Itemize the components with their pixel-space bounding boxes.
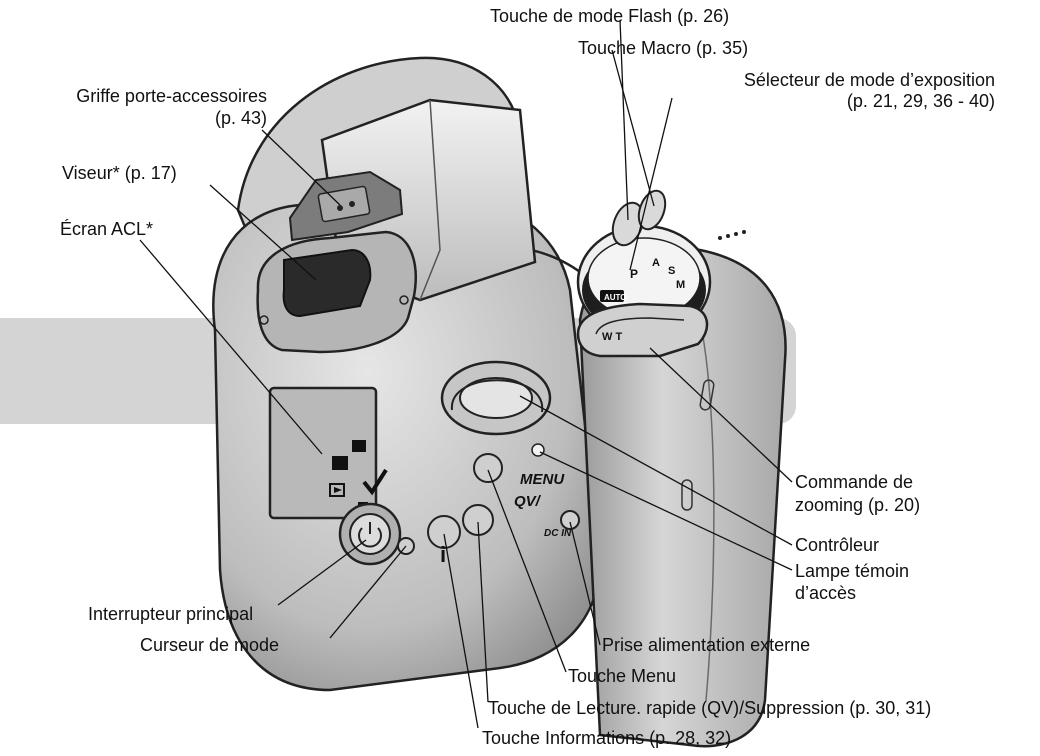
label-access-lamp-2: d’accès — [795, 583, 857, 603]
qv-button-shape — [462, 504, 494, 536]
label-macro-button: Touche Macro (p. 35) — [578, 38, 749, 58]
svg-text:M: M — [676, 279, 685, 291]
leader-lcd — [139, 239, 323, 455]
leader-lines — [139, 19, 793, 729]
svg-text:i: i — [440, 542, 446, 567]
label-zoom-1: Commande de — [795, 472, 914, 492]
label-menu-button: Touche Menu — [568, 666, 677, 686]
zoom-lever: W T — [576, 302, 709, 358]
label-dc-terminal: Prise alimentation externe — [602, 635, 811, 655]
leader-qv — [477, 521, 489, 703]
label-zoom-2: zooming (p. 20) — [795, 495, 921, 515]
main-switch-shape — [338, 502, 402, 566]
label-exposure-dial-1: Sélecteur de mode d’exposition — [743, 70, 995, 90]
svg-text:QV/: QV/ — [514, 493, 542, 510]
label-info-button: Touche Informations (p. 28, 32) — [482, 728, 732, 748]
access-lamp-shape — [531, 443, 545, 457]
svg-text:S: S — [668, 265, 675, 277]
label-lcd: Écran ACL* — [60, 219, 154, 239]
label-flash-button: Touche de mode Flash (p. 26) — [490, 6, 730, 26]
macro-button — [637, 189, 667, 231]
leader-mode-switch — [329, 545, 407, 639]
leader-dial — [629, 97, 673, 271]
svg-text:A: A — [652, 257, 660, 269]
leader-dc — [569, 521, 601, 646]
leader-info — [443, 533, 479, 729]
svg-text:W T: W T — [602, 331, 622, 343]
leader-controller — [519, 395, 793, 546]
mode-icons — [329, 440, 388, 506]
label-controller: Contrôleur — [795, 535, 880, 555]
viewfinder-block — [256, 230, 417, 354]
label-qv-button: Touche de Lecture. rapide (QV)/Suppressi… — [488, 698, 932, 718]
svg-text:AUTO: AUTO — [604, 293, 627, 302]
svg-text:DC IN: DC IN — [544, 528, 572, 539]
leader-macro — [611, 49, 655, 207]
controller — [440, 360, 552, 436]
label-access-lamp-1: Lampe témoin — [795, 561, 910, 581]
svg-text:P: P — [630, 267, 638, 281]
accessory-shoe — [288, 170, 404, 242]
svg-text:MENU: MENU — [520, 471, 565, 488]
leader-shoe — [261, 129, 341, 206]
leader-viewfinder — [209, 184, 317, 281]
leader-lamp — [539, 451, 793, 571]
label-main-switch: Interrupteur principal — [88, 604, 254, 624]
leader-menu — [487, 469, 567, 673]
leader-main-switch — [277, 539, 367, 606]
label-accessory-shoe-2: (p. 43) — [214, 108, 267, 128]
leader-zoom — [649, 347, 793, 483]
lcd-screen — [268, 386, 378, 520]
label-mode-switch: Curseur de mode — [140, 635, 280, 655]
label-accessory-shoe-1: Griffe porte-accessoires — [76, 86, 267, 106]
dc-terminal-shape — [560, 510, 580, 530]
flash-mode-button — [611, 201, 645, 247]
info-button-shape — [427, 515, 461, 549]
leader-flash — [619, 19, 629, 221]
label-viewfinder: Viseur* (p. 17) — [62, 163, 177, 183]
label-exposure-dial-2: (p. 21, 29, 36 - 40) — [846, 91, 995, 111]
menu-button-shape — [473, 453, 503, 483]
